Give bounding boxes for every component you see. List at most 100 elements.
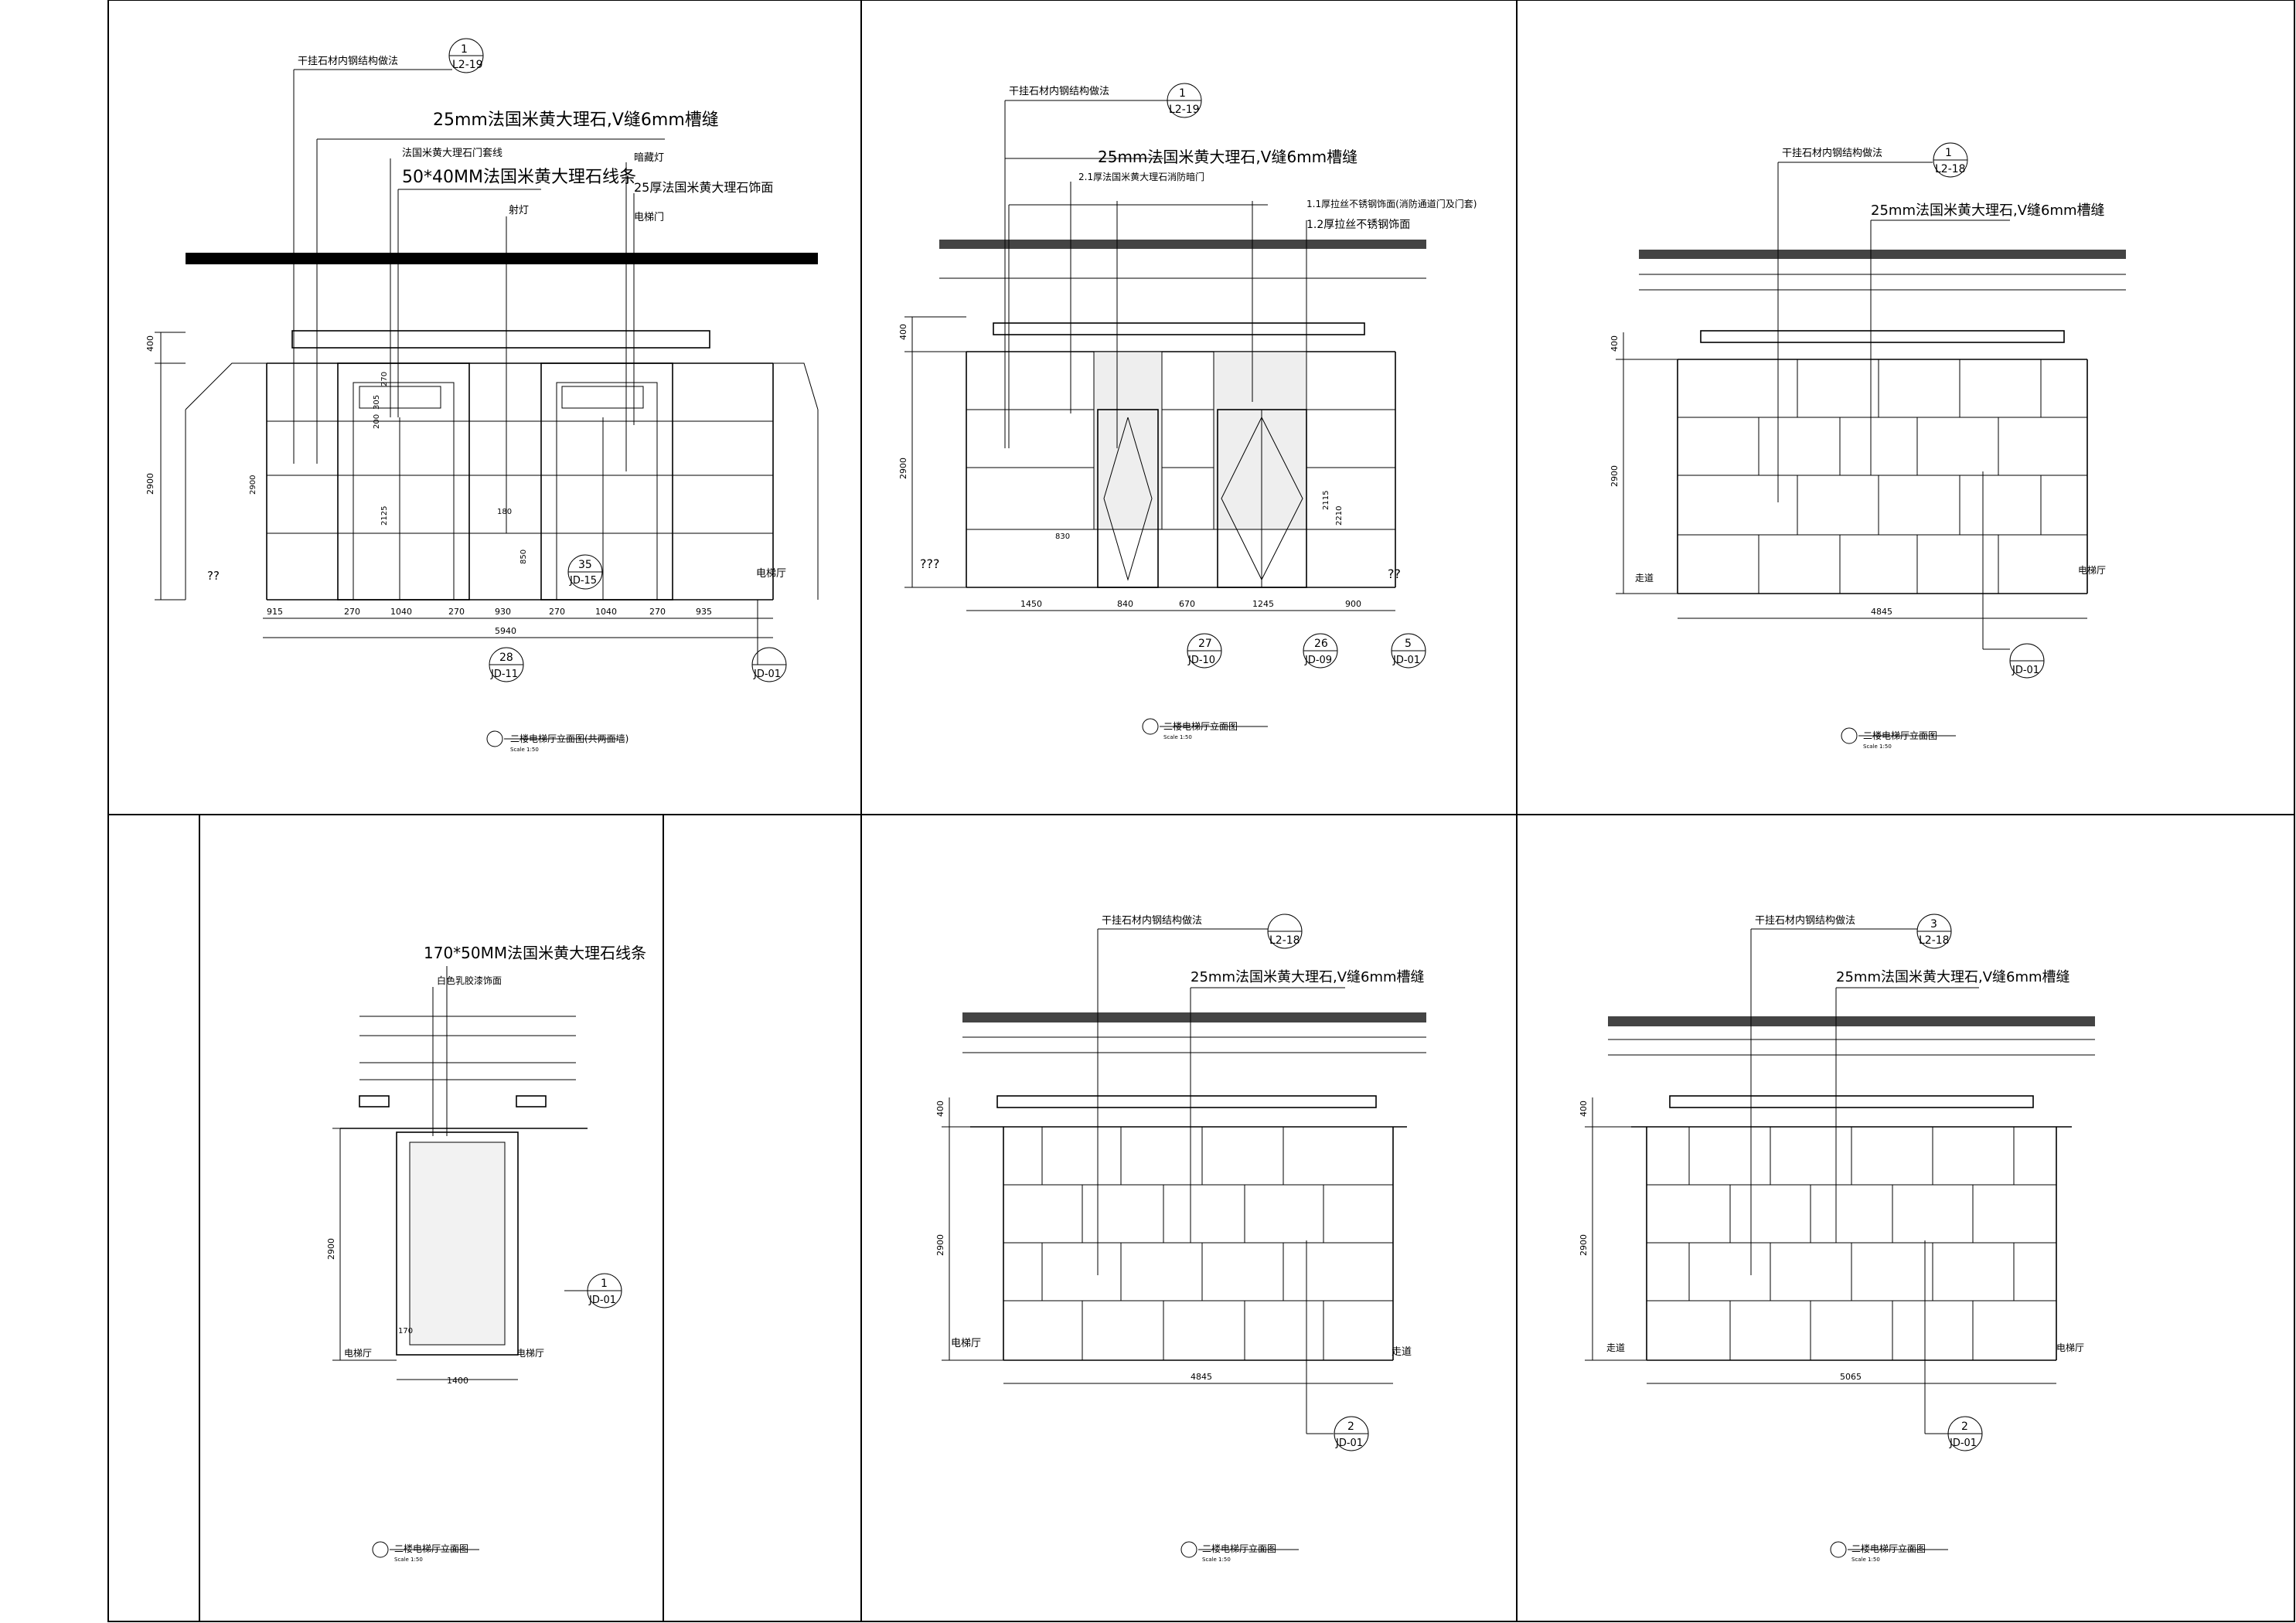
inner-dim-1: 170 (398, 1327, 413, 1335)
note-2: 25mm法国米黄大理石,V缝6mm槽缝 (433, 111, 719, 130)
ref-sheet-1: L2-19 (452, 59, 483, 71)
height-1: 400 (935, 1101, 945, 1117)
note-4: 50*40MM法国米黄大理石线条 (402, 168, 636, 187)
note-3: 2.1厚法国米黄大理石消防暗门 (1078, 171, 1204, 182)
note-1: 干挂石材内钢结构做法 (298, 55, 398, 67)
inner-dim-6: 180 (497, 508, 512, 516)
dim-9: 935 (696, 607, 712, 617)
note-4: 1.1厚拉丝不锈钢饰面(消防通道门及门套) (1306, 198, 1477, 209)
height-2: 2900 (145, 473, 155, 495)
note-2: 25mm法国米黄大理石,V缝6mm槽缝 (1836, 969, 2070, 985)
inner-dim-2: 2115 (1322, 491, 1330, 510)
height-2: 2900 (1579, 1234, 1589, 1256)
panel-scale: Scale 1:50 (510, 747, 539, 753)
title-bubble (486, 730, 503, 747)
elevation-panel-4: 170*50MM法国米黄大理石线条 白色乳胶漆饰面 1 JD-01 1400 2… (326, 944, 646, 1563)
label-1: 走道 (1635, 573, 1654, 584)
ref-sheet-1: L2-18 (1919, 934, 1950, 947)
panel-scale: Scale 1:50 (1163, 734, 1192, 740)
panel-caption: 二楼电梯厅立面图(共两面墙) (510, 733, 629, 744)
ref-sheet-1: L2-19 (1169, 104, 1200, 116)
elevator-door-frame-right (540, 362, 673, 601)
ceiling-slab (939, 240, 1426, 249)
note-6: 暗藏灯 (634, 152, 664, 164)
height-1: 400 (898, 324, 908, 340)
note-7: 25厚法国米黄大理石饰面 (634, 180, 773, 195)
dim-1: 1450 (1020, 599, 1042, 609)
sheet-frame (107, 0, 2295, 1622)
inner-dim-3: 200 (373, 414, 381, 429)
ref-sheet-2: JD-10 (1187, 655, 1215, 666)
height-1: 400 (1579, 1101, 1589, 1117)
elevation-panel-2: 干挂石材内钢结构做法 25mm法国米黄大理石,V缝6mm槽缝 2.1厚法国米黄大… (898, 83, 1477, 740)
dim-total: 5065 (1840, 1372, 1862, 1382)
label-1: 电梯厅 (756, 568, 786, 580)
note-2: 25mm法国米黄大理石,V缝6mm槽缝 (1098, 148, 1358, 166)
elevation-panel-6: 干挂石材内钢结构做法 25mm法国米黄大理石,V缝6mm槽缝 3 L2-18 2… (1579, 914, 2095, 1563)
dim-total: 5940 (495, 626, 516, 636)
panel-caption: 二楼电梯厅立面图 (1863, 730, 1937, 741)
height-1: 400 (145, 335, 155, 352)
dim-1: 915 (267, 607, 283, 617)
ref-num-2: 27 (1198, 638, 1212, 650)
label-2: 电梯厅 (516, 1348, 544, 1359)
transom-window-left (359, 386, 441, 409)
ref-sheet-2: JD-01 (1949, 1438, 1977, 1449)
ref-sheet-3: JD-11 (490, 669, 518, 680)
note-1: 干挂石材内钢结构做法 (1009, 85, 1109, 97)
note-5: 射灯 (509, 204, 529, 216)
ref-num-2: 2 (1347, 1421, 1354, 1433)
fire-door (1097, 409, 1159, 588)
transom-window-right (561, 386, 644, 409)
dim-total: 4845 (1191, 1372, 1212, 1382)
ref-num-3: 26 (1314, 638, 1328, 650)
label-2: 走道 (1392, 1346, 1412, 1358)
height-2: 2900 (1610, 465, 1620, 487)
dim-total: 1400 (447, 1376, 468, 1386)
ref-num-3: 28 (499, 652, 513, 664)
label-1: 电梯厅 (951, 1338, 981, 1349)
dim-3: 670 (1179, 599, 1195, 609)
elevation-panel-5: 干挂石材内钢结构做法 25mm法国米黄大理石,V缝6mm槽缝 L2-18 2 J… (935, 914, 1426, 1563)
panel-scale: Scale 1:50 (1863, 743, 1892, 750)
note-1: 干挂石材内钢结构做法 (1782, 147, 1882, 159)
height-2: 2900 (935, 1234, 945, 1256)
ref-num-2: 2 (1961, 1421, 1968, 1433)
label-1: ??? (920, 556, 939, 571)
inner-dim-2: 305 (373, 395, 381, 410)
ref-num-1: 1 (1945, 147, 1952, 159)
niche-frame (396, 1131, 519, 1356)
cornice (993, 322, 1365, 335)
ref-sheet-1: L2-18 (1935, 163, 1966, 175)
note-1: 干挂石材内钢结构做法 (1102, 914, 1202, 927)
ref-num-1: 1 (601, 1278, 608, 1290)
note-2: 25mm法国米黄大理石,V缝6mm槽缝 (1871, 202, 2105, 219)
ref-num-1: 1 (461, 43, 468, 56)
dim-7: 1040 (595, 607, 617, 617)
inner-dim-3: 2210 (1335, 506, 1344, 526)
height-2: 2900 (898, 458, 908, 479)
label-2: ?? (1388, 567, 1401, 581)
note-2: 25mm法国米黄大理石,V缝6mm槽缝 (1191, 969, 1425, 985)
height-1: 2900 (326, 1238, 336, 1260)
ref-num-4: 5 (1405, 638, 1412, 650)
panel-caption: 二楼电梯厅立面图 (1851, 1543, 1926, 1554)
note-3: 法国米黄大理石门套线 (402, 147, 502, 159)
ref-num-2: 35 (578, 559, 592, 571)
label-2: ?? (207, 569, 220, 583)
height-1: 400 (1610, 335, 1620, 352)
label-2: 电梯厅 (2056, 1342, 2084, 1353)
ref-sheet-2: JD-15 (569, 575, 597, 587)
inner-dim-1: 270 (380, 372, 389, 386)
panel-scale: Scale 1:50 (1851, 1557, 1880, 1563)
elevation-panel-1: 干挂石材内钢结构做法 25mm法国米黄大理石,V缝6mm槽缝 法国米黄大理石门套… (145, 38, 819, 753)
dim-3: 1040 (390, 607, 412, 617)
niche-panel (409, 1142, 506, 1346)
panel-caption: 二楼电梯厅立面图 (1163, 720, 1238, 732)
inner-dim-5: 2125 (380, 506, 389, 526)
ref-sheet-4: JD-01 (1392, 655, 1420, 666)
inner-dim-1: 830 (1055, 532, 1070, 541)
panel-scale: Scale 1:50 (394, 1557, 423, 1563)
panel-caption: 二楼电梯厅立面图 (1202, 1543, 1276, 1554)
ref-sheet-1: L2-18 (1269, 934, 1300, 947)
